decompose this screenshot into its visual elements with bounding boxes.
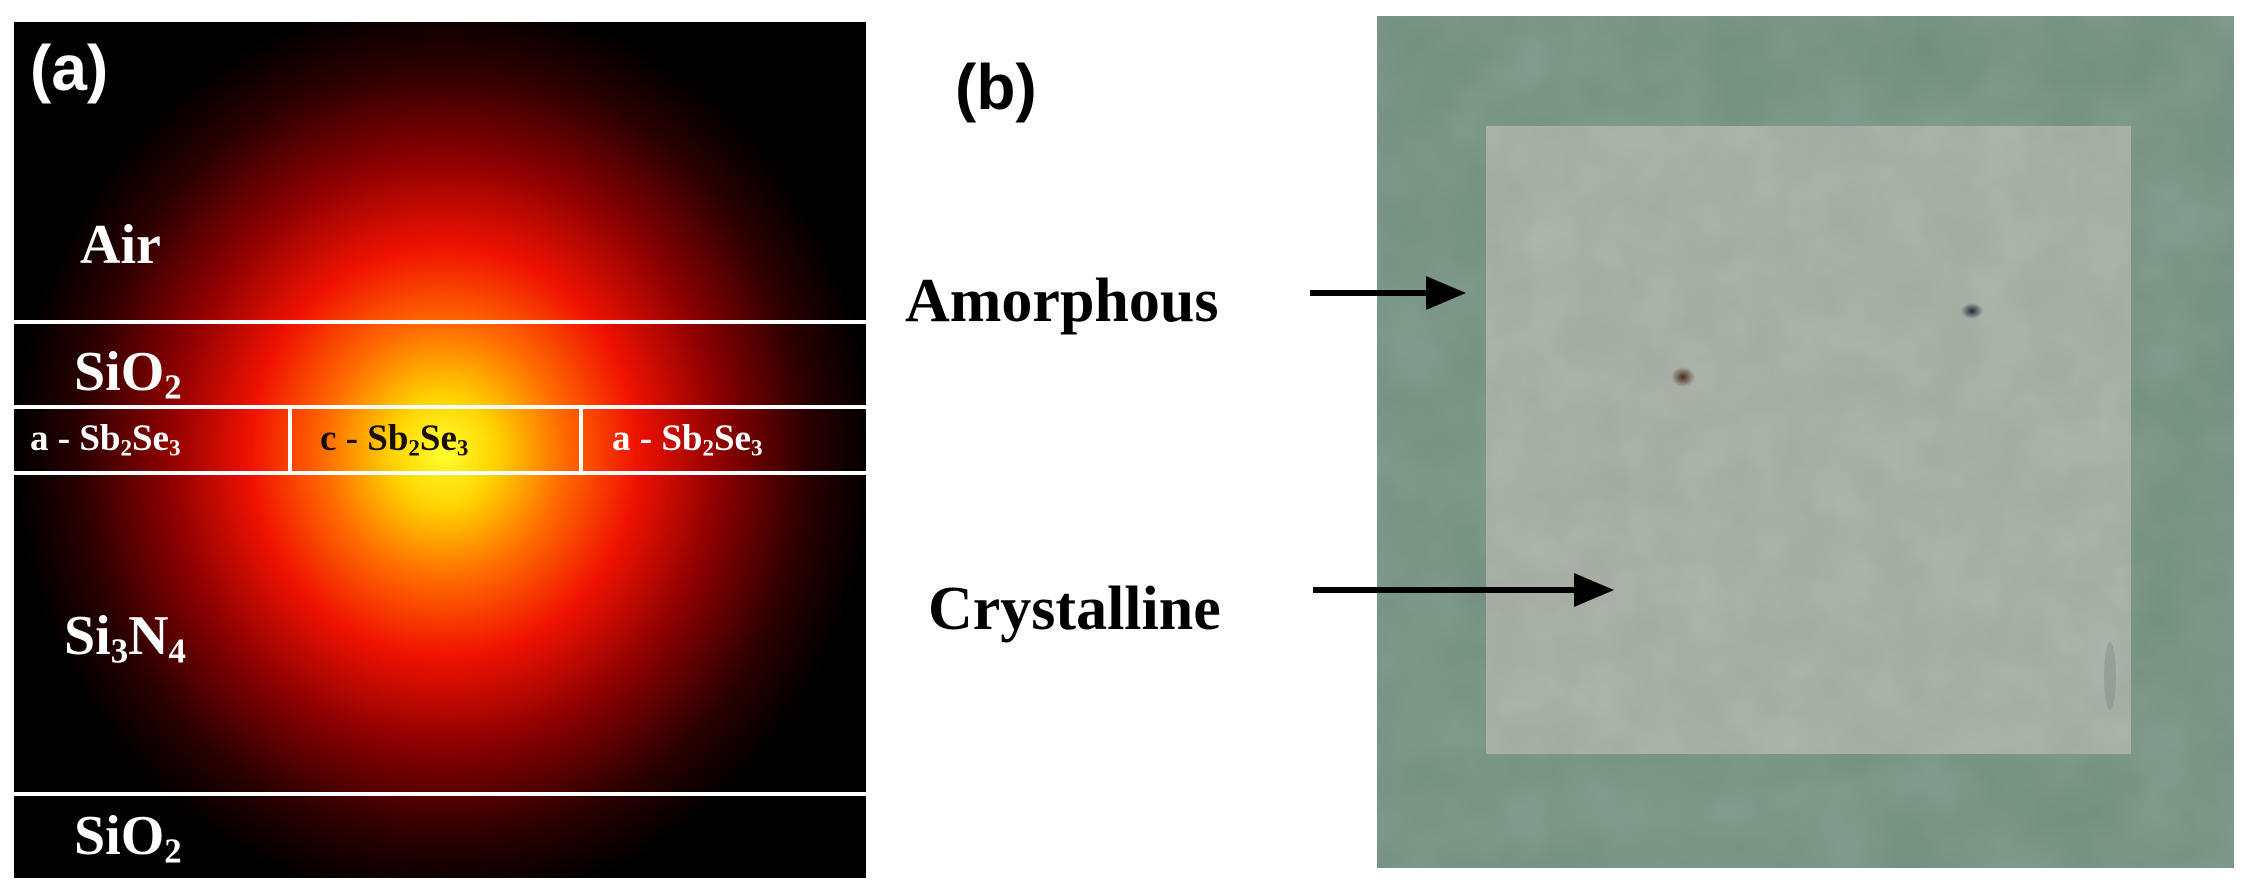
layer-label-bottom-sio2: SiO2	[74, 805, 182, 871]
crystalline-label: Crystalline	[928, 575, 1221, 643]
microscope-photo	[1377, 16, 2234, 868]
amorphous-label: Amorphous	[905, 267, 1219, 335]
mode-field	[14, 22, 866, 878]
panel-b-label: (b)	[955, 51, 1037, 123]
layer-label-a-sb2se3-right: a - Sb2Se3	[612, 418, 763, 461]
layer-label-top-sio2: SiO2	[74, 341, 182, 407]
panel-a-label: (a)	[30, 32, 109, 104]
microscope-image	[1377, 16, 2234, 868]
layer-label-si3n4: Si3N4	[64, 605, 186, 671]
layer-label-a-sb2se3-left: a - Sb2Se3	[30, 418, 181, 461]
layer-label-c-sb2se3: c - Sb2Se3	[320, 418, 469, 461]
mode-profile-graphic	[14, 22, 866, 878]
layer-boundaries	[14, 320, 866, 796]
layer-label-air: Air	[80, 214, 161, 276]
mode-profile-panel: Air SiO2 a - Sb2Se3 c - Sb2Se3 a - Sb2Se…	[14, 22, 866, 878]
